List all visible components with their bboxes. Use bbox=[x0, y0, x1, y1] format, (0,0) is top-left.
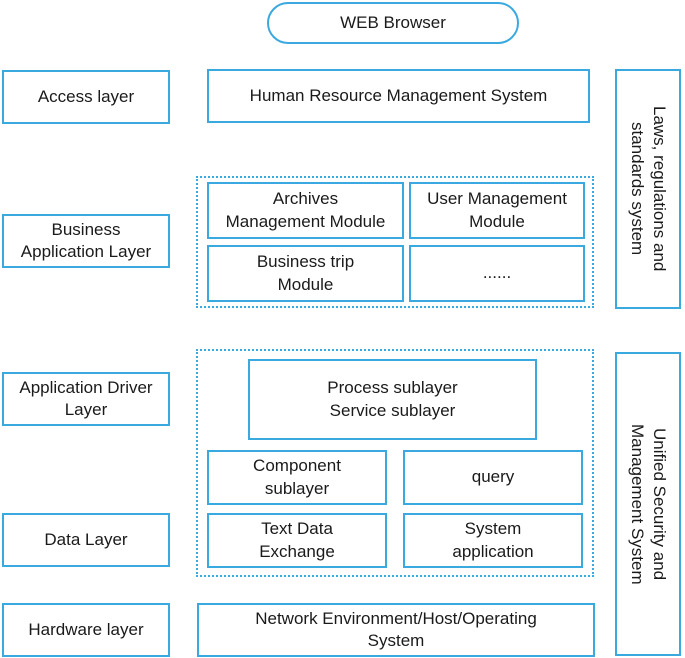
text-data-exchange: Text Data Exchange bbox=[207, 513, 387, 568]
driver-data-container bbox=[196, 349, 594, 577]
layer-access-label: Access layer bbox=[37, 86, 135, 106]
laws-regulations-label: Laws, regulations and standards system bbox=[628, 106, 670, 272]
archives-management-module: Archives Management Module bbox=[207, 182, 404, 239]
web-browser-label: WEB Browser bbox=[340, 13, 446, 32]
user-management-module: User Management Module bbox=[409, 182, 585, 239]
layer-application-driver: Application Driver Layer bbox=[2, 372, 170, 426]
process-service-sublayer: Process sublayer Service sublayer bbox=[248, 359, 537, 440]
layer-data-label: Data Layer bbox=[44, 529, 128, 549]
system-application: System application bbox=[403, 513, 583, 568]
security-management-panel: Unified Security and Management System bbox=[615, 352, 681, 656]
laws-regulations-panel: Laws, regulations and standards system bbox=[615, 69, 681, 309]
user-management-module-label: User Management Module bbox=[427, 189, 567, 231]
component-sublayer: Component sublayer bbox=[207, 450, 387, 505]
archives-management-module-label: Archives Management Module bbox=[225, 189, 386, 231]
text-data-exchange-label: Text Data Exchange bbox=[259, 519, 335, 561]
business-trip-module: Business trip Module bbox=[207, 245, 404, 302]
network-host-os-box: Network Environment/Host/Operating Syste… bbox=[197, 603, 595, 657]
security-management-label: Unified Security and Management System bbox=[628, 423, 670, 585]
layer-business-application-label: Business Application Layer bbox=[20, 219, 152, 261]
query-label: query bbox=[471, 467, 515, 487]
business-modules-container bbox=[196, 176, 594, 308]
process-service-sublayer-label: Process sublayer Service sublayer bbox=[327, 378, 458, 420]
layer-hardware-label: Hardware layer bbox=[28, 619, 144, 639]
layer-access: Access layer bbox=[2, 70, 170, 124]
component-sublayer-label: Component sublayer bbox=[253, 456, 341, 498]
more-modules-box: ...... bbox=[409, 245, 585, 302]
layer-application-driver-label: Application Driver Layer bbox=[19, 377, 153, 419]
system-application-label: System application bbox=[452, 519, 534, 561]
hr-management-system-label: Human Resource Management System bbox=[249, 85, 548, 105]
layer-hardware: Hardware layer bbox=[2, 603, 170, 657]
query-box: query bbox=[403, 450, 583, 505]
layer-data: Data Layer bbox=[2, 513, 170, 567]
more-modules-label: ...... bbox=[482, 263, 512, 283]
network-host-os-label: Network Environment/Host/Operating Syste… bbox=[255, 608, 537, 650]
web-browser-box: WEB Browser bbox=[267, 2, 519, 44]
business-trip-module-label: Business trip Module bbox=[256, 252, 355, 294]
hr-management-system-box: Human Resource Management System bbox=[207, 69, 590, 123]
layer-business-application: Business Application Layer bbox=[2, 214, 170, 268]
